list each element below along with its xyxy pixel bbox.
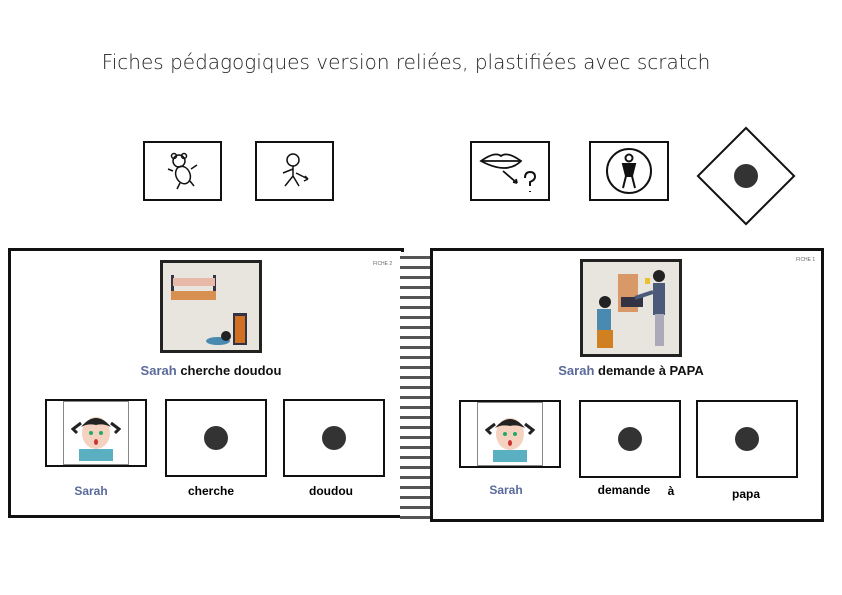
card-label: Sarah <box>74 484 108 498</box>
card-label: à <box>667 484 675 498</box>
velcro-dot-icon <box>204 426 228 450</box>
girl-face-icon <box>71 417 121 461</box>
ask-symbol-card <box>470 141 550 201</box>
lips-question-icon <box>479 153 537 192</box>
card-doudou <box>283 399 385 477</box>
card-label: Sarah <box>489 483 523 497</box>
card-demande <box>579 400 681 478</box>
child-asking-father-icon <box>597 270 665 348</box>
card-papa <box>696 400 798 478</box>
left-caption: Sarah cherche doudou <box>140 363 282 378</box>
sarah-portrait <box>477 402 543 466</box>
page-title: Fiches pédagogiques version reliées, pla… <box>101 50 711 74</box>
person-icon <box>606 148 652 194</box>
search-symbol-card <box>255 141 334 201</box>
card-label: doudou <box>309 484 353 498</box>
sarah-portrait <box>63 401 129 465</box>
card-cherche <box>165 399 267 477</box>
teddy-bear-symbol-card <box>143 141 222 201</box>
card-label: demande <box>597 483 651 497</box>
person-symbol-card <box>589 141 669 201</box>
velcro-dot-icon <box>734 164 758 188</box>
search-person-icon <box>282 153 309 187</box>
velcro-dot-icon <box>618 427 642 451</box>
teddy-bear-icon <box>167 152 197 190</box>
right-caption: Sarah demande à PAPA <box>558 363 704 378</box>
card-sarah <box>45 399 147 467</box>
card-sarah <box>459 400 561 468</box>
child-looking-under-bed-icon <box>171 275 247 345</box>
girl-face-icon <box>485 418 535 462</box>
spiral-binding <box>400 252 432 520</box>
velcro-dot-icon <box>322 426 346 450</box>
card-label: papa <box>731 487 760 501</box>
fiche-label: FICHE 1 <box>796 257 816 263</box>
ask-scene-picture <box>580 259 682 357</box>
search-scene-picture <box>160 260 262 353</box>
velcro-dot-icon <box>735 427 759 451</box>
fiche-label: FICHE 2 <box>373 261 393 267</box>
card-label: cherche <box>187 484 235 498</box>
